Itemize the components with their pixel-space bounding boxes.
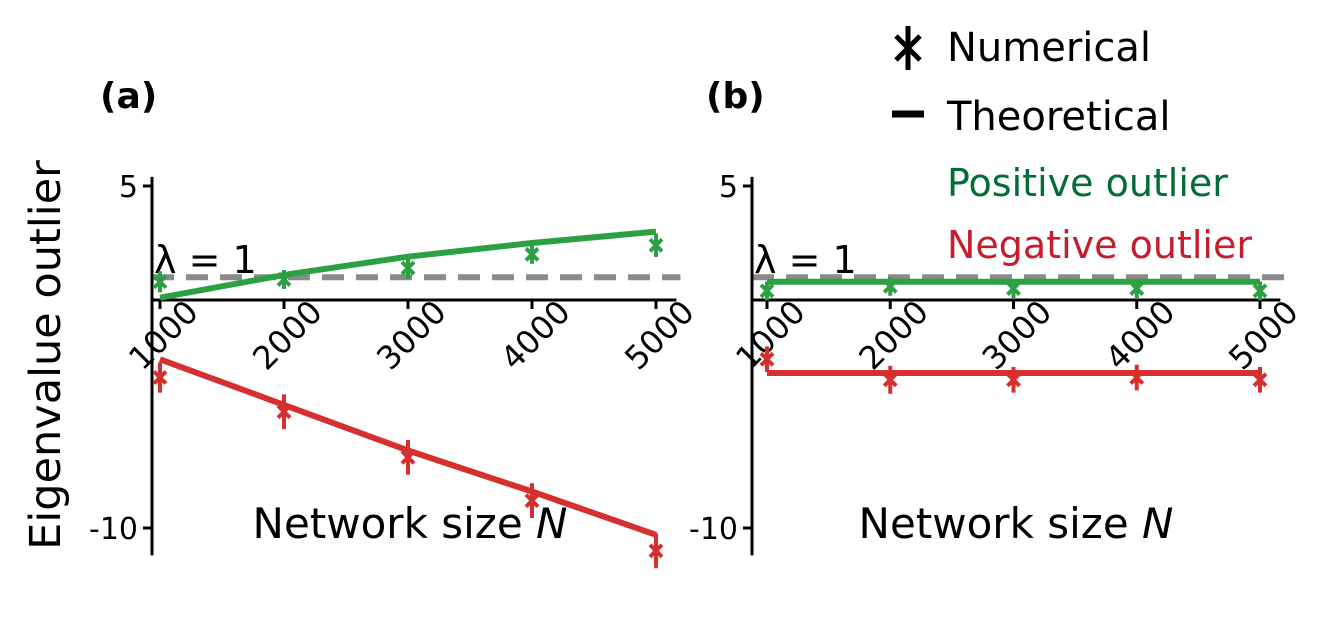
numerical-point <box>524 483 540 519</box>
x-tick-label: 5000 <box>1221 293 1305 377</box>
numerical-point <box>759 281 775 301</box>
x-tick-label: 4000 <box>1098 293 1182 377</box>
numerical-point <box>1006 279 1021 299</box>
legend: Numerical Theoretical Positive outlier N… <box>892 25 1252 267</box>
y-tick-label: -10 <box>689 512 738 547</box>
reference-label: λ = 1 <box>754 238 857 282</box>
numerical-point <box>882 276 898 296</box>
numerical-point <box>759 346 775 373</box>
panel-a: (a) λ = 1 5 -10 1000 2000 3000 4000 5000 Networ… <box>89 76 702 569</box>
numerical-point <box>1129 364 1145 391</box>
x-tick-label: 2000 <box>245 293 329 377</box>
marker-stroke <box>276 272 292 287</box>
marker-stroke <box>524 493 540 509</box>
numerical-point <box>648 533 664 569</box>
legend-theoretical-label: Theoretical <box>946 94 1170 140</box>
marker-stroke <box>152 370 168 385</box>
numerical-point <box>152 362 168 393</box>
marker-stroke <box>152 274 168 290</box>
marker-stroke <box>882 278 898 294</box>
marker-stroke <box>648 237 664 253</box>
x-tick-label: 3000 <box>369 293 453 377</box>
numerical-point <box>400 257 416 279</box>
marker-stroke <box>1252 372 1268 388</box>
y-tick-label: 5 <box>719 170 738 205</box>
x-axis-label-text: Network size <box>253 499 537 548</box>
numerical-point <box>400 439 416 475</box>
theoretical-line-positive <box>159 228 657 301</box>
marker-stroke <box>400 260 416 276</box>
x-tick-label: 3000 <box>975 293 1059 377</box>
marker-stroke <box>524 246 540 262</box>
marker-stroke <box>1252 283 1268 299</box>
y-tick-label: -10 <box>89 512 138 547</box>
marker-stroke <box>1129 281 1145 297</box>
marker-stroke <box>759 351 775 367</box>
panel-label: (a) <box>100 76 157 117</box>
numerical-point <box>524 244 540 264</box>
legend-positive-label: Positive outlier <box>947 161 1228 205</box>
panel-label: (b) <box>706 76 765 117</box>
numerical-point <box>276 270 292 289</box>
x-axis-label-var: N <box>536 499 567 548</box>
reference-label: λ = 1 <box>154 238 257 282</box>
marker-stroke <box>1129 370 1145 385</box>
x-tick-label: 1000 <box>121 293 205 377</box>
legend-numerical-label: Numerical <box>947 25 1151 71</box>
x-tick-label: 5000 <box>617 293 701 377</box>
y-axis-label: Eigenvalue outlier <box>21 160 71 550</box>
legend-negative-label: Negative outlier <box>947 223 1252 267</box>
numerical-point <box>1252 366 1268 393</box>
marker-stroke <box>400 449 416 465</box>
marker-stroke <box>882 372 898 388</box>
numerical-point <box>276 394 292 430</box>
marker-stroke <box>276 404 292 420</box>
legend-numerical-marker <box>894 26 922 70</box>
x-axis-label: Network size N <box>253 499 568 548</box>
numerical-point <box>1252 281 1268 301</box>
marker-stroke <box>1006 281 1021 297</box>
x-tick-label: 2000 <box>851 293 935 377</box>
x-tick-label: 4000 <box>493 293 577 377</box>
numerical-point <box>1006 366 1021 393</box>
x-axis-label-var: N <box>1142 499 1173 548</box>
marker-stroke <box>759 283 775 299</box>
x-axis-label-text: Network size <box>859 499 1143 548</box>
numerical-point <box>152 271 168 293</box>
numerical-point <box>1129 279 1145 299</box>
marker-stroke <box>1006 372 1021 388</box>
numerical-point <box>648 233 664 257</box>
y-tick-label: 5 <box>119 170 138 205</box>
x-axis-label: Network size N <box>859 499 1174 548</box>
marker-stroke <box>648 543 664 559</box>
numerical-point <box>882 365 898 394</box>
